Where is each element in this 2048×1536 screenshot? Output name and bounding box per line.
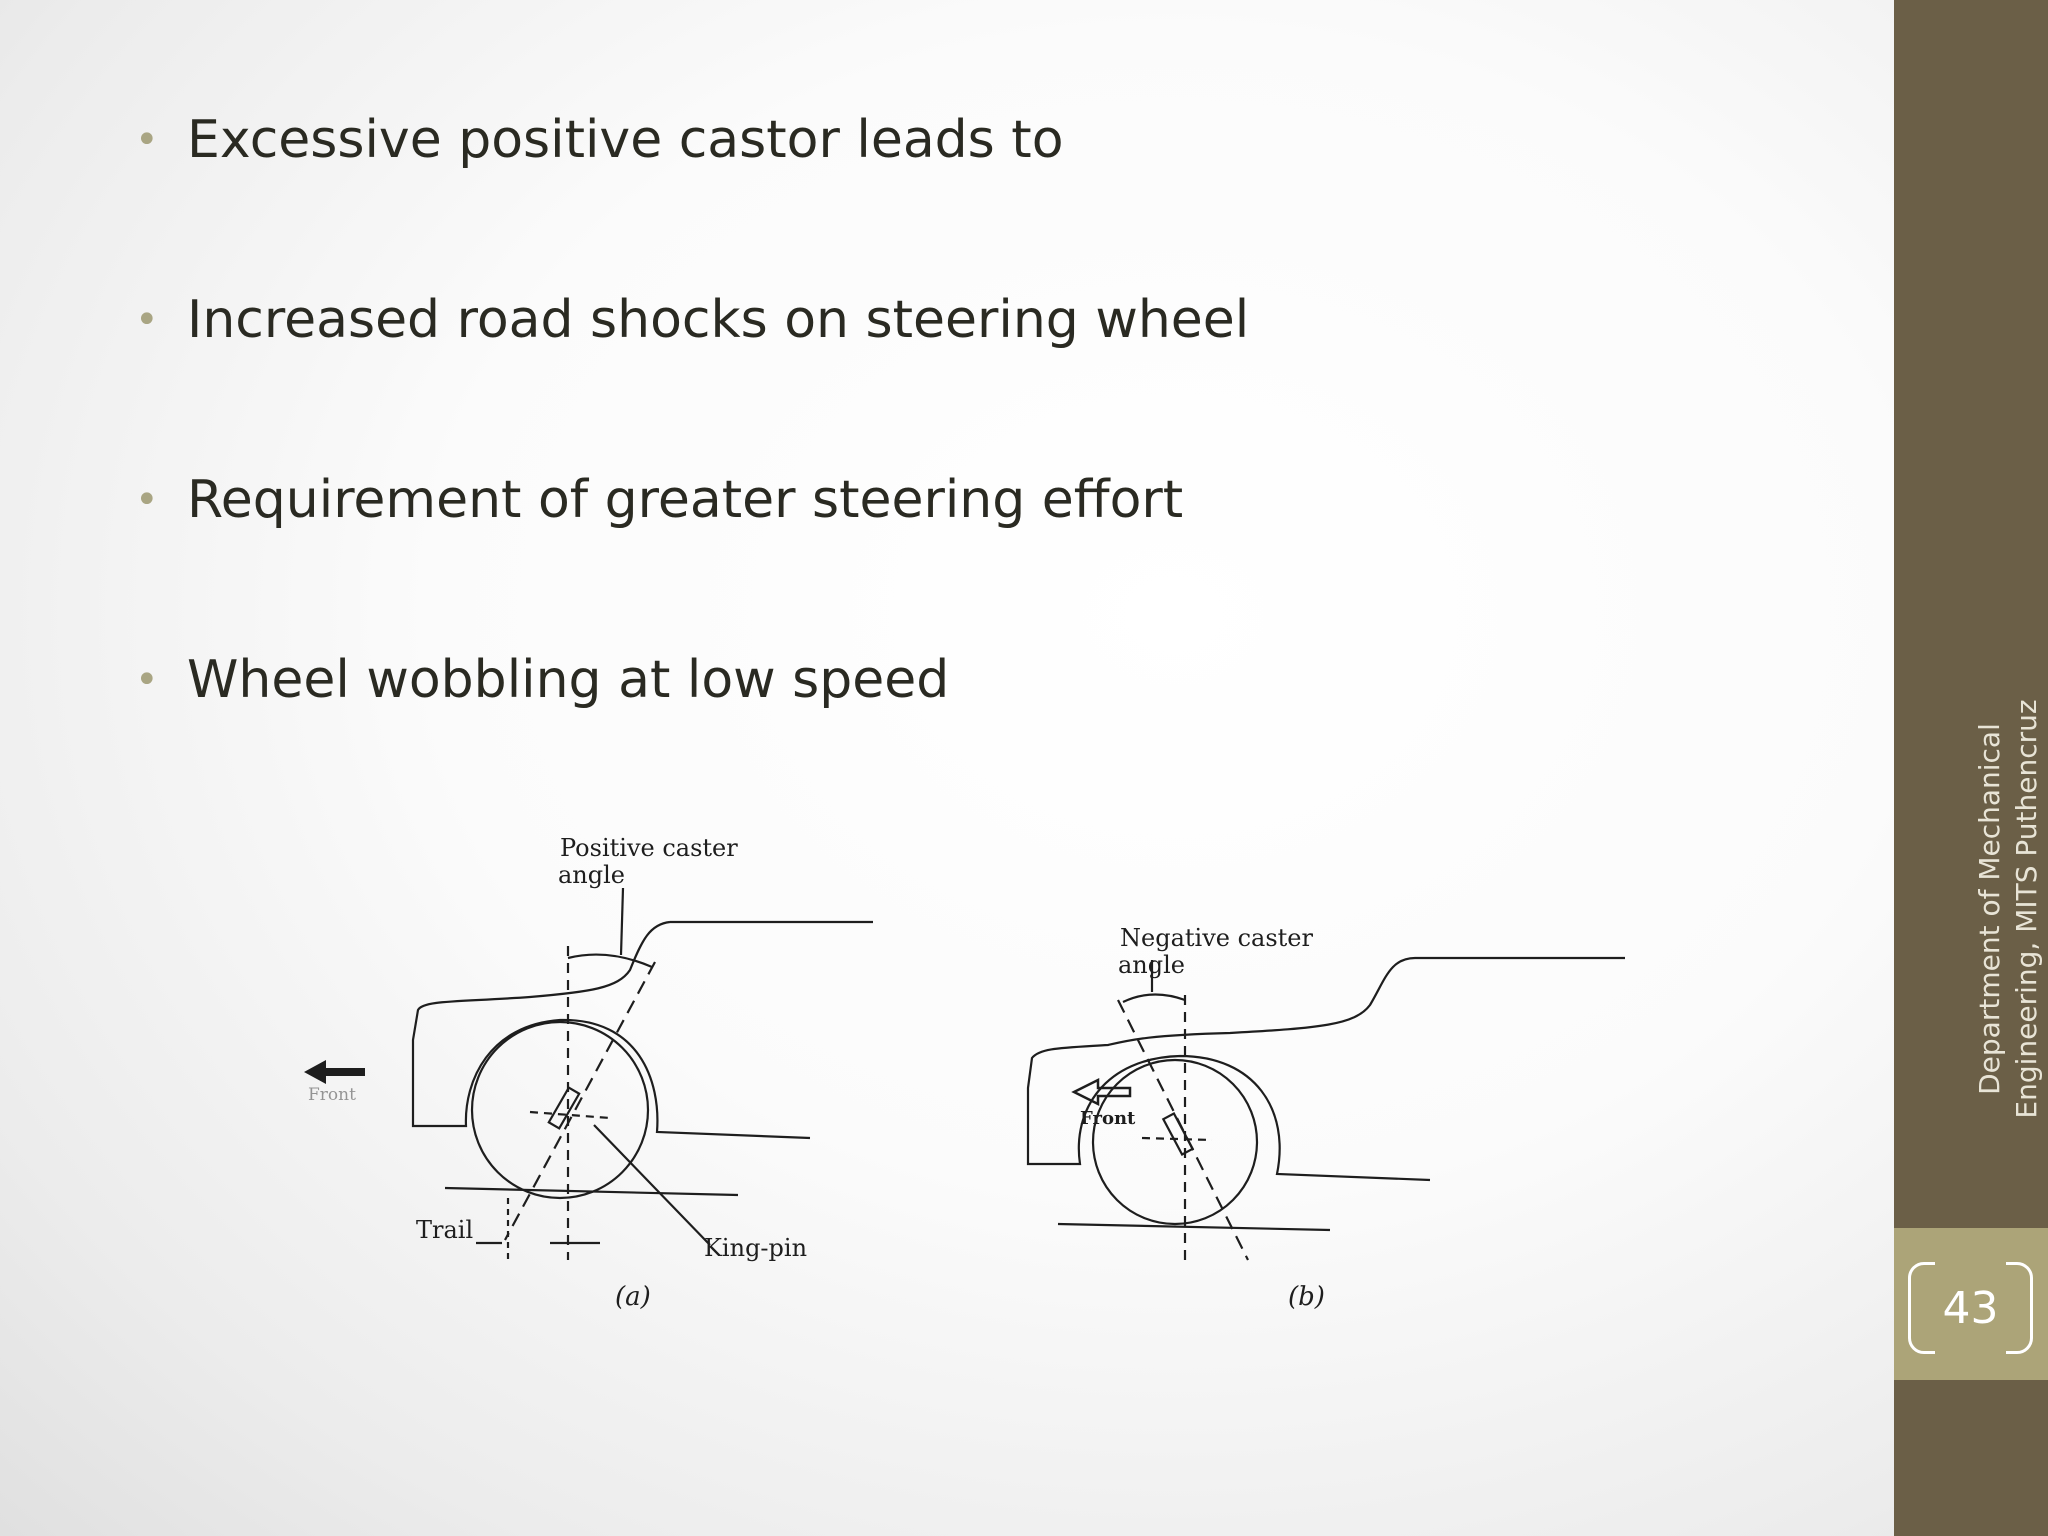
label-kingpin: King-pin <box>704 1234 807 1262</box>
caption-a: (a) <box>615 1282 651 1312</box>
footer-department-text: Department of Mechanical Engineering, MI… <box>1971 699 2045 1119</box>
bracket-gap <box>1935 1258 2006 1358</box>
bullet-text: Requirement of greater steering effort <box>187 470 1184 530</box>
diagram-positive-caster <box>411 887 873 1260</box>
page-number: 43 <box>1942 1282 1999 1334</box>
ground-line-a <box>444 1186 739 1197</box>
car-body-outline-a <box>411 920 873 1140</box>
bullet-dot-icon: • <box>135 657 159 703</box>
label-positive-angle-line2: angle <box>558 861 625 889</box>
label-negative-angle-line1: Negative caster <box>1120 924 1314 952</box>
caster-angle-figure: Positive caster angle Front Trail King-p… <box>304 834 1625 1312</box>
wheel-a <box>470 1020 650 1200</box>
ground-line-b <box>1057 1222 1331 1232</box>
front-arrow-b <box>1071 1077 1132 1107</box>
slide-canvas <box>0 0 1894 1536</box>
bullet-item: • Excessive positive castor leads to <box>135 100 1249 280</box>
arrow-left-icon <box>1071 1077 1132 1107</box>
label-negative-angle-line2: angle <box>1118 951 1185 979</box>
bullet-dot-icon: • <box>135 477 159 523</box>
hub-line-a <box>529 1110 611 1120</box>
bullet-item: • Requirement of greater steering effort <box>135 460 1249 640</box>
bullet-dot-icon: • <box>135 297 159 343</box>
hub-line-b <box>1141 1136 1213 1142</box>
bullet-dot-icon: • <box>135 117 159 163</box>
front-arrow-a <box>304 1060 365 1084</box>
label-front-b: Front <box>1080 1108 1136 1129</box>
car-body-outline-b <box>1026 956 1625 1182</box>
bullet-item: • Increased road shocks on steering wheel <box>135 280 1249 460</box>
bullet-list: • Excessive positive castor leads to • Inc… <box>135 100 1249 820</box>
label-positive-angle-line1: Positive caster <box>560 834 738 862</box>
angle-pointer-a <box>619 887 625 956</box>
label-front-a: Front <box>308 1085 356 1105</box>
footer-line-2: Engineering, MITS Puthencruz <box>2010 699 2043 1119</box>
kingpin-block-b <box>1161 1112 1195 1156</box>
bullet-text: Wheel wobbling at low speed <box>187 650 950 710</box>
kingpin-leader-a <box>593 1124 711 1246</box>
footer-line-1: Department of Mechanical <box>1973 723 2006 1095</box>
label-trail: Trail <box>416 1216 473 1244</box>
angle-arc-b <box>1122 993 1186 1003</box>
caption-b: (b) <box>1288 1282 1325 1312</box>
arrow-left-icon <box>304 1060 365 1084</box>
bullet-item: • Wheel wobbling at low speed <box>135 640 1249 820</box>
bullet-text: Increased road shocks on steering wheel <box>187 290 1250 350</box>
diagram-negative-caster <box>1026 956 1625 1261</box>
kingpin-block-a <box>547 1086 581 1130</box>
kingpin-axis-a <box>504 961 656 1241</box>
wheel-b <box>1091 1058 1259 1226</box>
angle-arc-a <box>567 953 653 969</box>
bullet-text: Excessive positive castor leads to <box>187 110 1064 170</box>
